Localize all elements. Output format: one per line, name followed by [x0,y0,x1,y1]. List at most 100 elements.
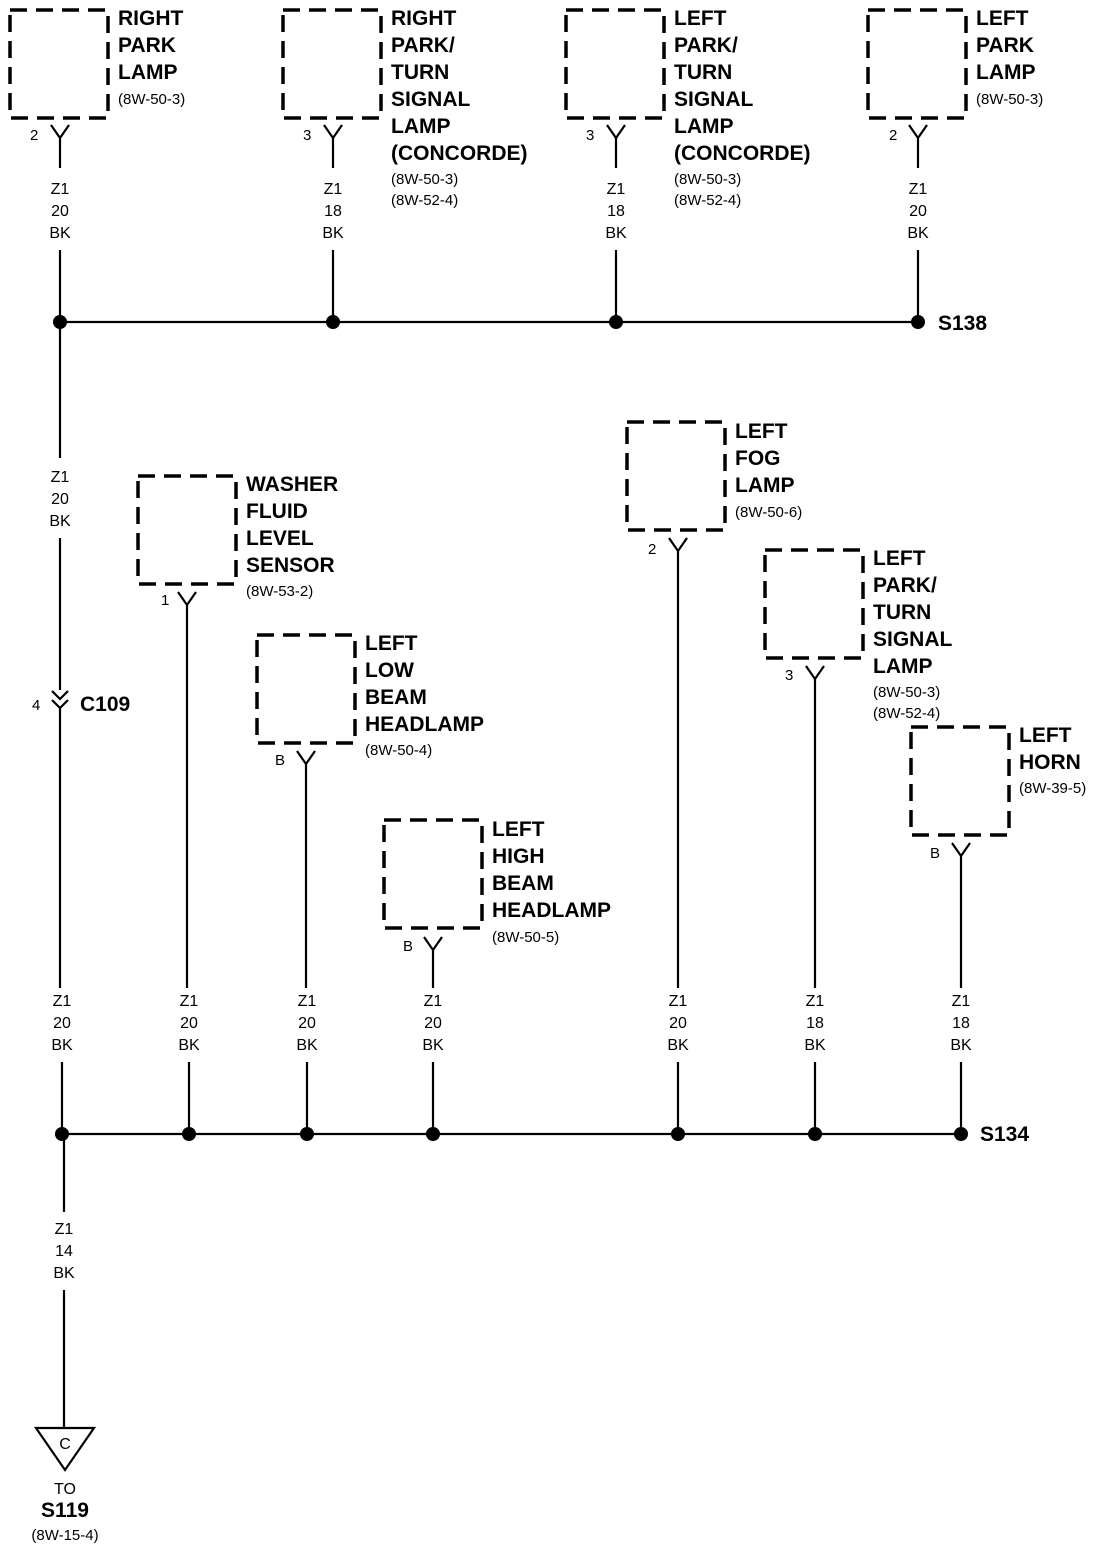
svg-text:PARK: PARK [118,34,176,57]
component-ref: (8W-50-3) [118,91,185,108]
svg-text:20: 20 [51,491,69,508]
component-left-park-lamp: LEFT PARK LAMP (8W-50-3) 2 [866,7,1043,168]
svg-text:WASHER: WASHER [246,473,338,496]
component-left-high-beam-headlamp: LEFT HIGH BEAM HEADLAMP (8W-50-5) B [382,818,611,988]
svg-text:LAMP: LAMP [976,61,1036,84]
svg-text:LAMP: LAMP [674,115,734,138]
svg-text:Z1: Z1 [952,993,971,1010]
svg-text:1: 1 [161,592,169,609]
svg-text:BK: BK [296,1037,318,1054]
svg-text:2: 2 [889,127,897,144]
svg-text:LEFT: LEFT [492,818,545,841]
pin-number: 2 [30,127,38,144]
wire-label: Z1 14 BK [53,1221,75,1282]
wire-label: Z1 20 BK [51,993,73,1054]
svg-text:20: 20 [298,1015,316,1032]
svg-text:BK: BK [49,513,71,530]
wire-label: Z1 20 BK [49,469,71,530]
svg-text:PARK: PARK [976,34,1034,57]
splice-dot [182,1127,196,1141]
splice-s138: S138 [53,312,987,335]
svg-text:Z1: Z1 [607,181,626,198]
svg-text:HEADLAMP: HEADLAMP [492,899,611,922]
wire-label: Z1 20 BK [422,993,444,1054]
svg-text:LAMP: LAMP [873,655,933,678]
wire-label: Z1 18 BK [804,993,826,1054]
component-left-horn: LEFT HORN (8W-39-5) B [909,724,1086,988]
svg-text:Z1: Z1 [51,469,70,486]
svg-text:BK: BK [667,1037,689,1054]
svg-text:BK: BK [322,225,344,242]
component-left-park-turn-signal-lamp: LEFT PARK/ TURN SIGNAL LAMP (8W-50-3) (8… [763,547,953,988]
svg-text:20: 20 [53,1015,71,1032]
svg-text:(8W-50-4): (8W-50-4) [365,742,432,759]
splice-dot [954,1127,968,1141]
component-left-fog-lamp: LEFT FOG LAMP (8W-50-6) 2 [625,420,802,988]
svg-text:HORN: HORN [1019,751,1081,774]
svg-text:20: 20 [424,1015,442,1032]
svg-text:S119: S119 [41,1499,89,1522]
svg-text:B: B [930,845,940,862]
wire-label: Z1 20 BK [907,181,929,242]
svg-text:18: 18 [952,1015,970,1032]
svg-text:(8W-53-2): (8W-53-2) [246,583,313,600]
connector-c109: 4 C109 [32,690,130,716]
component-left-park-turn-signal-lamp-concorde: LEFT PARK/ TURN SIGNAL LAMP (CONCORDE) (… [564,7,811,209]
svg-text:LAMP: LAMP [118,61,178,84]
svg-text:Z1: Z1 [324,181,343,198]
svg-text:BK: BK [49,225,71,242]
ground-c: C TO S119 (8W-15-4) [31,1426,99,1544]
svg-text:S134: S134 [980,1123,1029,1146]
splice-dot [55,1127,69,1141]
svg-text:3: 3 [303,127,311,144]
svg-text:20: 20 [909,203,927,220]
svg-text:SIGNAL: SIGNAL [391,88,471,111]
svg-text:20: 20 [180,1015,198,1032]
svg-text:BK: BK [51,1037,73,1054]
svg-text:Z1: Z1 [298,993,317,1010]
svg-text:(8W-50-3): (8W-50-3) [674,171,741,188]
svg-text:2: 2 [648,541,656,558]
svg-text:LEFT: LEFT [1019,724,1072,747]
wire-label: Z1 18 BK [950,993,972,1054]
component-right-park-turn-signal-lamp: RIGHT PARK/ TURN SIGNAL LAMP (CONCORDE) … [281,7,528,209]
svg-text:(8W-50-5): (8W-50-5) [492,929,559,946]
svg-text:HIGH: HIGH [492,845,545,868]
svg-text:(8W-39-5): (8W-39-5) [1019,780,1086,797]
splice-dot [426,1127,440,1141]
svg-text:TURN: TURN [391,61,449,84]
wire-label: Z1 20 BK [296,993,318,1054]
svg-text:18: 18 [806,1015,824,1032]
svg-text:SIGNAL: SIGNAL [873,628,953,651]
svg-text:BK: BK [907,225,929,242]
svg-text:TURN: TURN [674,61,732,84]
svg-text:PARK/: PARK/ [674,34,738,57]
svg-text:20: 20 [669,1015,687,1032]
svg-text:B: B [403,938,413,955]
svg-text:18: 18 [324,203,342,220]
svg-text:RIGHT: RIGHT [391,7,457,30]
svg-text:SENSOR: SENSOR [246,554,335,577]
svg-text:LEFT: LEFT [674,7,727,30]
svg-text:BEAM: BEAM [492,872,554,895]
svg-text:C: C [59,1436,71,1453]
splice-dot [808,1127,822,1141]
svg-text:S138: S138 [938,312,987,335]
svg-text:Z1: Z1 [806,993,825,1010]
wire-label: Z1 20 BK [178,993,200,1054]
wire-label: Z1 18 BK [322,181,344,242]
svg-text:B: B [275,752,285,769]
component-right-park-lamp: RIGHT PARK LAMP (8W-50-3) 2 [8,7,185,168]
svg-text:LAMP: LAMP [391,115,451,138]
svg-text:C109: C109 [80,693,130,716]
svg-text:FOG: FOG [735,447,781,470]
svg-text:Z1: Z1 [55,1221,74,1238]
svg-text:18: 18 [607,203,625,220]
svg-text:Z1: Z1 [51,181,70,198]
svg-text:(8W-15-4): (8W-15-4) [31,1527,98,1544]
svg-text:14: 14 [55,1243,73,1260]
svg-text:BEAM: BEAM [365,686,427,709]
svg-text:PARK/: PARK/ [391,34,455,57]
svg-text:20: 20 [51,203,69,220]
svg-text:(8W-50-3): (8W-50-3) [391,171,458,188]
